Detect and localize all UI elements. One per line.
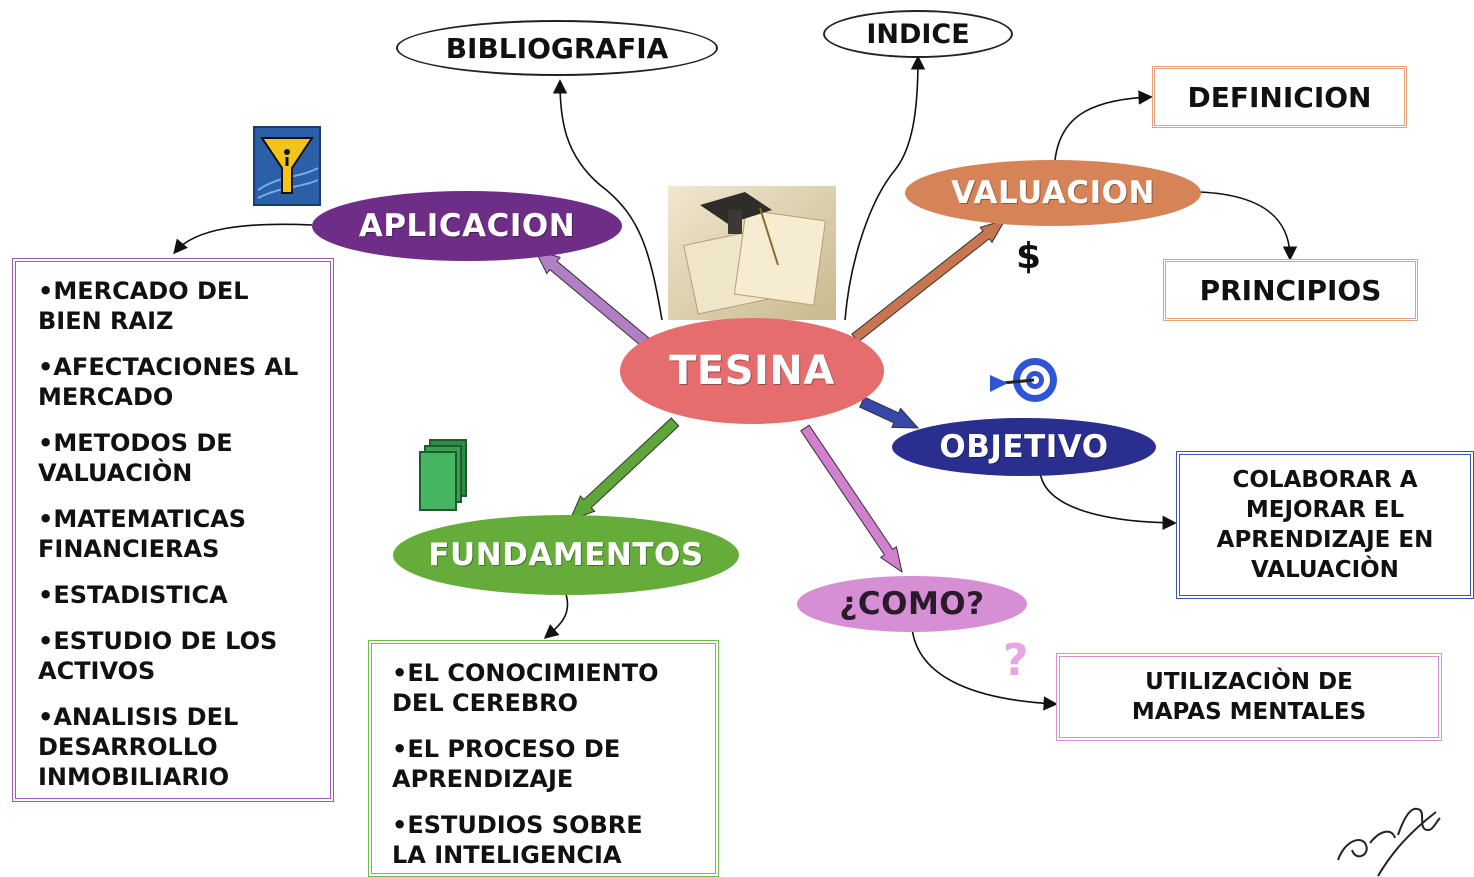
arrow-to-objetivo <box>859 396 920 429</box>
documents-icon <box>419 439 467 511</box>
list-item-text: AFECTACIONES AL <box>53 353 299 381</box>
indice-oval: INDICE <box>823 10 1013 58</box>
list-item-text: INMOBILIARIO <box>38 763 230 791</box>
list-item-text: MATEMATICAS <box>53 505 247 533</box>
list-item-text: VALUACIÒN <box>38 459 193 487</box>
arrow-to-valuacion <box>851 219 1007 343</box>
connector-bibliografia <box>552 79 663 321</box>
connector-como-box <box>911 627 1058 711</box>
objetivo-line: APRENDIZAJE EN <box>1216 527 1434 553</box>
node-aplicacion-label: APLICACION <box>358 208 576 244</box>
dollar-sign: $ <box>1016 236 1042 277</box>
node-fundamentos-label: FUNDAMENTOS <box>428 537 704 573</box>
list-item-text: ESTADISTICA <box>53 581 228 609</box>
principios-box: PRINCIPIOS <box>1163 259 1418 321</box>
connector-definicion <box>1054 90 1153 161</box>
list-item-text: ESTUDIOS SOBRE <box>407 811 643 839</box>
definicion-box: DEFINICION <box>1152 66 1407 128</box>
como-line: UTILIZACIÒN DE <box>1145 669 1353 695</box>
node-como: ¿COMO? <box>797 576 1027 632</box>
funnel-icon <box>253 126 321 206</box>
list-item-text: ESTUDIO DE LOS <box>53 627 278 655</box>
list-item-text: BIEN RAIZ <box>38 307 174 335</box>
definicion-label: DEFINICION <box>1187 80 1372 114</box>
objetivo-line: COLABORAR A <box>1232 467 1418 493</box>
node-objetivo-label: OBJETIVO <box>939 429 1109 465</box>
list-item-text: METODOS DE <box>53 429 233 457</box>
question-mark: ? <box>1003 635 1029 686</box>
list-item-text: APRENDIZAJE <box>392 765 574 793</box>
objetivo-line: VALUACIÒN <box>1251 557 1399 583</box>
center-node-tesina: TESINA <box>620 318 884 424</box>
list-item-text: EL PROCESO DE <box>407 735 621 763</box>
list-item: ESTADISTICA <box>38 580 320 610</box>
center-label: TESINA <box>669 348 835 394</box>
list-item-text: EL CONOCIMIENTO <box>407 659 659 687</box>
node-fundamentos: FUNDAMENTOS <box>393 515 739 595</box>
list-item-text: DEL CEREBRO <box>392 689 579 717</box>
node-como-label: ¿COMO? <box>839 586 985 622</box>
list-item-text: MERCADO <box>38 383 174 411</box>
como-text-box: UTILIZACIÒN DE MAPAS MENTALES <box>1056 653 1442 741</box>
objetivo-text-box: COLABORAR A MEJORAR EL APRENDIZAJE EN VA… <box>1176 451 1474 599</box>
node-valuacion-label: VALUACION <box>951 175 1155 211</box>
list-item-text: ANALISIS DEL <box>53 703 239 731</box>
como-line: MAPAS MENTALES <box>1131 699 1367 725</box>
connector-fundamentos-list <box>543 593 569 639</box>
arrow-to-fundamentos <box>569 417 680 521</box>
list-item-text: LA INTELIGENCIA <box>392 841 622 869</box>
list-item-text: FINANCIERAS <box>38 535 220 563</box>
connector-indice <box>844 55 926 321</box>
connector-objetivo-box <box>1039 471 1177 531</box>
connector-principios <box>1199 191 1298 261</box>
graduation-photo <box>668 186 836 320</box>
node-objetivo: OBJETIVO <box>892 418 1156 476</box>
arrow-to-como <box>800 424 903 574</box>
bibliografia-oval: BIBLIOGRAFIA <box>396 20 718 76</box>
signature <box>1337 807 1441 877</box>
principios-label: PRINCIPIOS <box>1199 273 1382 307</box>
bibliografia-label: BIBLIOGRAFIA <box>445 31 669 65</box>
list-item-text: DESARROLLO <box>38 733 218 761</box>
node-valuacion: VALUACION <box>905 160 1201 226</box>
list-item-text: ACTIVOS <box>38 657 156 685</box>
list-item-text: MERCADO DEL <box>53 277 249 305</box>
connector-aplicacion-list <box>173 223 313 255</box>
target-icon <box>990 358 1057 402</box>
node-aplicacion: APLICACION <box>312 191 622 261</box>
indice-label: INDICE <box>866 18 970 50</box>
arrow-to-aplicacion <box>534 249 650 347</box>
objetivo-line: MEJORAR EL <box>1245 497 1405 523</box>
